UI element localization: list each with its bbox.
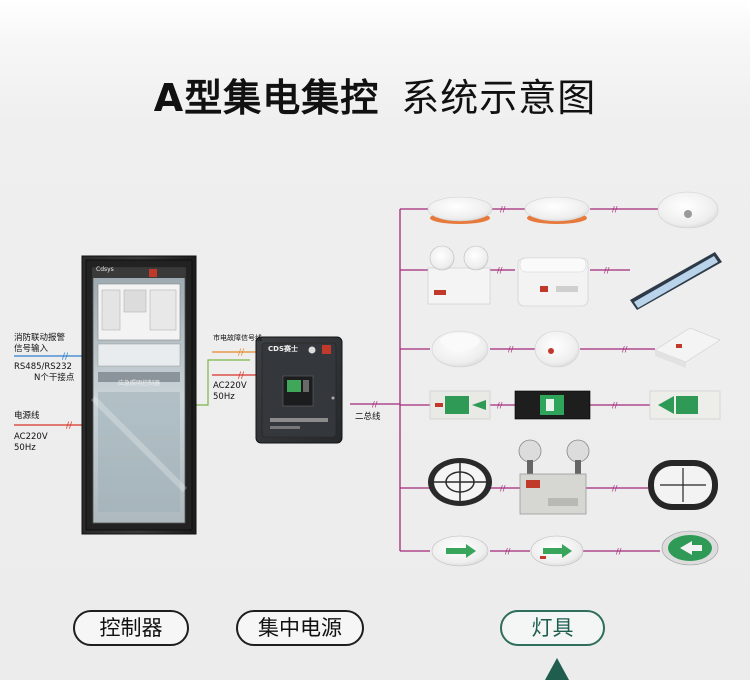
svg-text://: // — [66, 421, 73, 431]
power-box-voltage: AC220V — [213, 381, 247, 391]
dry-contact-label: N个干接点 — [34, 373, 75, 383]
power-line-voltage: AC220V — [14, 432, 48, 442]
fixture-exit-sign-running-man — [514, 390, 591, 420]
fire-signal-line: // — [14, 352, 86, 362]
svg-text://: // — [500, 484, 506, 493]
title-main: A型集电集控 — [153, 76, 380, 120]
fixture-explosion-proof-twin-light — [518, 439, 590, 515]
fixture-grid-bulkhead-light — [428, 458, 492, 506]
fixture-round-ceiling-light — [431, 330, 489, 368]
two-wire-bus — [350, 208, 660, 552]
svg-text://: // — [622, 345, 628, 354]
svg-text://: // — [500, 205, 506, 214]
svg-text://: // — [612, 484, 618, 493]
svg-text://: // — [497, 266, 503, 275]
power-source-button[interactable]: 集中电源 — [236, 610, 364, 646]
fixture-round-downlight-2 — [524, 196, 590, 224]
fire-signal-label-1: 消防联动报警 — [14, 333, 66, 343]
fault-signal-label: 市电故障信号线 — [213, 334, 262, 342]
controller-to-power-link — [194, 359, 250, 406]
power-line-title: 电源线 — [14, 411, 40, 421]
fixture-twin-head-emergency-light — [427, 245, 491, 305]
svg-text://: // — [238, 348, 245, 358]
power-input-line: // — [14, 421, 86, 431]
svg-text://: // — [238, 371, 245, 381]
cabinet-panel-label: 应急照明控制器 — [117, 380, 160, 387]
svg-text://: // — [62, 352, 69, 362]
active-pointer — [545, 658, 569, 680]
fixtures-button[interactable]: 灯具 — [500, 610, 605, 646]
fire-signal-label-2: 信号输入 — [14, 344, 49, 354]
svg-text://: // — [616, 547, 622, 556]
rs-interface-label: RS485/RS232 — [14, 362, 72, 372]
title-sub: 系统示意图 — [401, 76, 597, 120]
bus-break-marks: // // // // // // // // // // // // // — [372, 205, 628, 556]
cabinet-brand: Cdsys — [96, 266, 114, 273]
fault-signal-line: // — [212, 348, 256, 358]
page-title: A型集电集控系统示意图 — [0, 72, 750, 124]
fixture-ceiling-sensor-light — [657, 191, 719, 229]
fixture-exit-sign-left — [429, 390, 491, 420]
svg-text://: // — [612, 205, 618, 214]
fixture-round-downlight-1 — [427, 196, 493, 224]
fixture-wall-emergency-light — [517, 257, 589, 307]
fixture-ceiling-exit-light — [654, 327, 721, 368]
central-power-box — [255, 336, 343, 444]
fixture-smoke-detector-light — [534, 330, 580, 368]
svg-text://: // — [604, 266, 610, 275]
power-box-frequency: 50Hz — [213, 392, 235, 402]
bus-label: 二总线 — [355, 412, 381, 422]
controller-button[interactable]: 控制器 — [73, 610, 189, 646]
controller-cabinet — [81, 255, 197, 535]
svg-text://: // — [372, 400, 378, 409]
fixture-linear-tube-light — [630, 252, 722, 310]
fixture-round-indicator-2 — [530, 535, 584, 567]
power-box-ac-line: // — [212, 371, 256, 381]
fixture-exit-sign-right-arrow — [649, 390, 721, 420]
fixture-round-indicator-green — [661, 530, 719, 566]
svg-text://: // — [505, 547, 511, 556]
svg-text://: // — [497, 401, 503, 410]
fixture-round-indicator-1 — [431, 535, 489, 567]
power-box-brand: CDS赛士 — [268, 345, 298, 353]
svg-text://: // — [508, 345, 514, 354]
fixture-oval-bulkhead-light — [648, 460, 718, 510]
svg-text://: // — [612, 401, 618, 410]
power-line-frequency: 50Hz — [14, 443, 36, 453]
